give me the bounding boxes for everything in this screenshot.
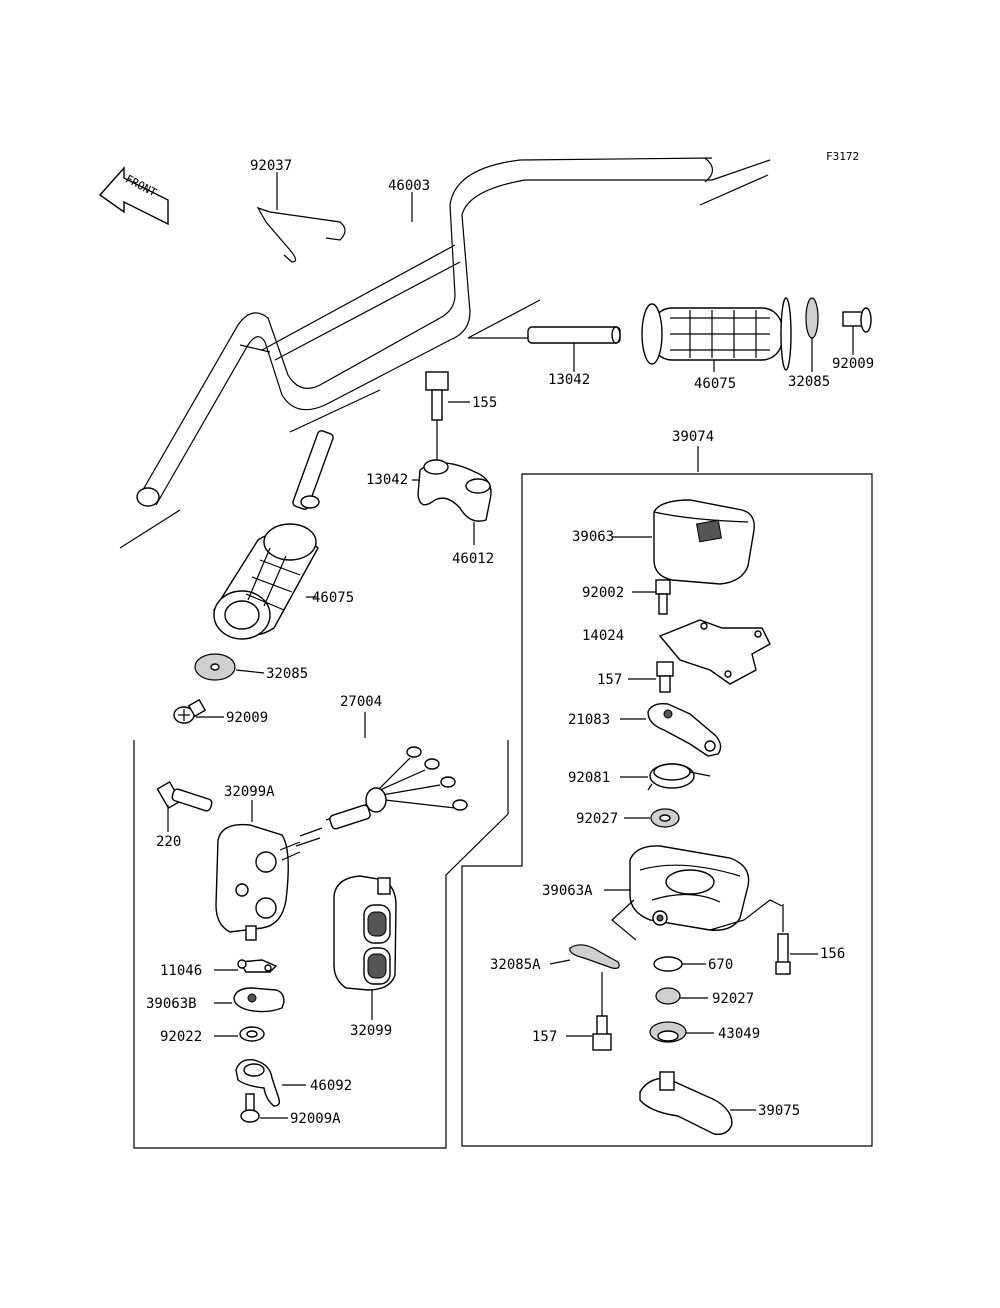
label-13042-left: 13042 [366, 472, 408, 488]
grip-left [213, 523, 319, 640]
left-switch-group [133, 740, 509, 1149]
bracket-11046 [214, 959, 278, 973]
cover-39063B [214, 987, 285, 1013]
plate-21083 [620, 702, 722, 757]
label-92009-top: 92009 [832, 356, 874, 372]
right-switch-group [461, 473, 873, 1147]
gasket-14024 [658, 619, 771, 685]
label-13042-top: 13042 [548, 372, 590, 388]
label-32099: 32099 [350, 1023, 392, 1039]
grip-right [641, 297, 792, 372]
bolt-92002 [632, 579, 671, 615]
label-46075-left: 46075 [312, 590, 354, 606]
front-arrow-icon: FRONT [98, 166, 169, 226]
label-21083: 21083 [568, 712, 610, 728]
throttle-tube-right [467, 299, 621, 372]
label-46075-top: 46075 [694, 376, 736, 392]
label-92081: 92081 [568, 770, 610, 786]
label-14024: 14024 [582, 628, 624, 644]
washer-92022 [214, 1026, 265, 1042]
washer-32085-left [194, 653, 265, 681]
seal-43049 [649, 1021, 714, 1043]
label-32085-left: 32085 [266, 666, 308, 682]
throttle-tube-left [289, 389, 381, 510]
label-156: 156 [820, 946, 845, 962]
lever-46092 [235, 1059, 306, 1107]
label-39063A: 39063A [542, 883, 593, 899]
bolt-155 [425, 371, 470, 462]
washer-92027-top [624, 808, 680, 828]
label-92009A: 92009A [290, 1111, 341, 1127]
oring-670 [653, 956, 706, 972]
wire-harness [295, 746, 468, 847]
label-39063: 39063 [572, 529, 614, 545]
label-32085-top: 32085 [788, 374, 830, 390]
washer-32085-right [805, 297, 819, 372]
bolt-157-top [628, 661, 674, 693]
handlebar [119, 157, 771, 549]
holder-46012 [412, 459, 492, 545]
cover-39063 [612, 499, 755, 585]
bolt-157-bot [566, 1015, 612, 1051]
screw-92009A [240, 1093, 288, 1123]
label-46003: 46003 [388, 178, 430, 194]
label-32085A: 32085A [490, 957, 541, 973]
label-46092: 46092 [310, 1078, 352, 1094]
figure-code: F3172 [826, 150, 859, 163]
screw-92009-right [842, 307, 872, 355]
label-92002: 92002 [582, 585, 624, 601]
bolt-156 [775, 904, 818, 975]
label-39074: 39074 [672, 429, 714, 445]
label-92022: 92022 [160, 1029, 202, 1045]
label-43049: 43049 [718, 1026, 760, 1042]
label-92027-top: 92027 [576, 811, 618, 827]
clip-92037 [256, 172, 346, 263]
label-32099A: 32099A [224, 784, 275, 800]
switch-32099 [333, 875, 397, 1020]
label-670: 670 [708, 957, 733, 973]
label-46012: 46012 [452, 551, 494, 567]
washer-92027-bot [655, 987, 708, 1005]
label-39075: 39075 [758, 1103, 800, 1119]
label-92009-left: 92009 [226, 710, 268, 726]
bolt-220 [156, 781, 213, 832]
screw-92009-left [173, 698, 224, 724]
label-220: 220 [156, 834, 181, 850]
label-92037: 92037 [250, 158, 292, 174]
label-39063B: 39063B [146, 996, 197, 1012]
switch-housing-32099A [215, 800, 301, 941]
lever-39075 [639, 1071, 756, 1135]
label-157-bot: 157 [532, 1029, 557, 1045]
label-27004: 27004 [340, 694, 382, 710]
label-157-top: 157 [597, 672, 622, 688]
label-11046: 11046 [160, 963, 202, 979]
spring-92081 [620, 763, 711, 791]
collar-32085A [549, 944, 620, 1016]
label-92027-bot: 92027 [712, 991, 754, 1007]
label-155: 155 [472, 395, 497, 411]
housing-39063A [604, 845, 783, 941]
